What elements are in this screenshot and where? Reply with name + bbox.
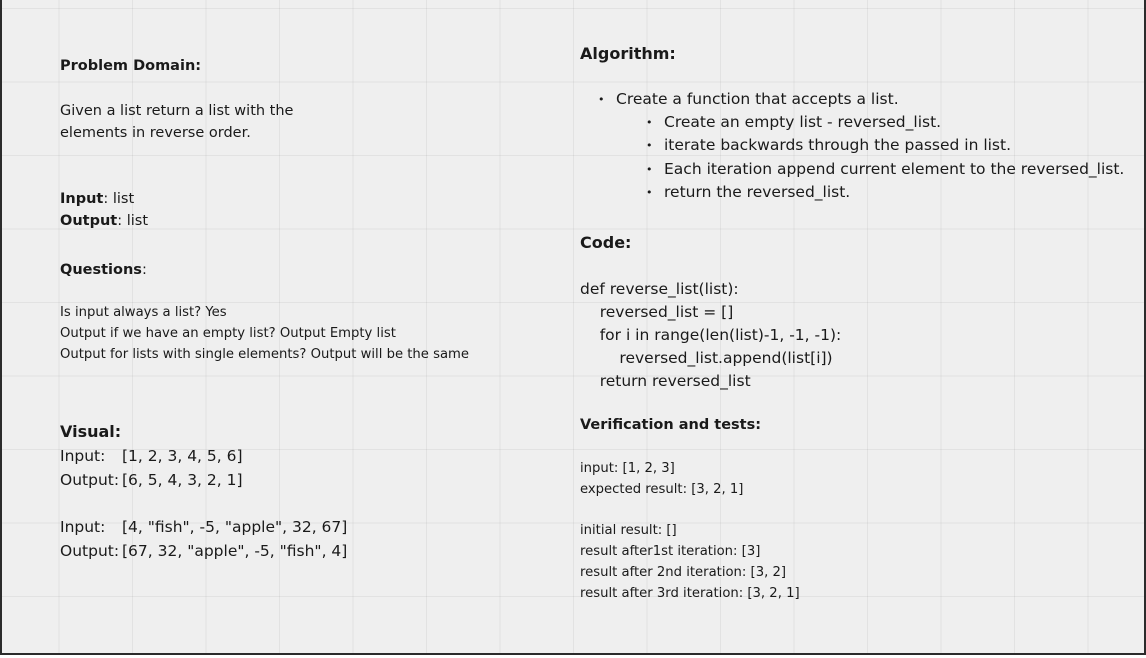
verification-line: initial result: []	[580, 523, 677, 538]
algorithm-step: iterate backwards through the passed in …	[646, 134, 1124, 158]
verification-line: expected result: [3, 2, 1]	[580, 482, 744, 497]
code-line: return reversed_list	[580, 372, 751, 390]
algorithm-main-list: Create a function that accepts a list.	[598, 88, 899, 112]
algorithm-step: return the reversed_list.	[646, 181, 1124, 205]
verification-line: result after 3rd iteration: [3, 2, 1]	[580, 586, 800, 601]
algorithm-heading: Algorithm:	[580, 44, 676, 63]
code-line: reversed_list = []	[580, 303, 734, 321]
verification-line: input: [1, 2, 3]	[580, 461, 675, 476]
algorithm-steps-list: Create an empty list - reversed_list. it…	[646, 111, 1124, 205]
code-block: def reverse_list(list): reversed_list = …	[580, 278, 841, 393]
input-value: : list	[103, 191, 135, 207]
visual-row: Output:[6, 5, 4, 3, 2, 1]	[60, 469, 243, 493]
visual-example-1: Input: [1, 2, 3, 4, 5, 6] Output:[6, 5, 4…	[60, 445, 243, 492]
question-line: Is input always a list? Yes	[60, 305, 227, 320]
visual-row-label: Output:	[60, 541, 120, 560]
code-line: def reverse_list(list):	[580, 280, 739, 298]
visual-row: Input: [4, "fish", -5, "apple", 32, 67]	[60, 516, 347, 540]
question-line: Output for lists with single elements? O…	[60, 347, 469, 362]
questions-list: Is input always a list? Yes Output if we…	[60, 302, 469, 365]
code-line: reversed_list.append(list[i])	[580, 349, 833, 367]
verification-inputs: input: [1, 2, 3] expected result: [3, 2,…	[580, 458, 743, 500]
problem-domain-heading: Problem Domain:	[60, 58, 202, 74]
problem-text-line-1: Given a list return a list with the	[60, 103, 294, 119]
problem-text-line-2: elements in reverse order.	[60, 125, 251, 141]
verification-line: result after1st iteration: [3]	[580, 544, 761, 559]
input-label: Input	[60, 191, 104, 207]
verification-heading: Verification and tests:	[580, 417, 762, 433]
output-label: Output	[60, 213, 118, 229]
questions-heading: Questions:	[60, 262, 147, 278]
visual-row: Output:[67, 32, "apple", -5, "fish", 4]	[60, 540, 347, 564]
output-type-line: Output: list	[60, 213, 148, 229]
visual-row-label: Output:	[60, 470, 120, 489]
visual-row-label: Input:	[60, 447, 106, 465]
visual-row-value: [6, 5, 4, 3, 2, 1]	[122, 470, 243, 489]
algorithm-step: Each iteration append current element to…	[646, 158, 1124, 182]
verification-results: initial result: [] result after1st itera…	[580, 520, 800, 604]
code-heading: Code:	[580, 233, 632, 252]
visual-row-label: Input:	[60, 518, 106, 536]
output-value: : list	[117, 213, 149, 229]
algorithm-step: Create an empty list - reversed_list.	[646, 111, 1124, 135]
visual-row-value: [1, 2, 3, 4, 5, 6]	[122, 447, 243, 465]
algorithm-main-item: Create a function that accepts a list.	[598, 88, 899, 112]
visual-example-2: Input: [4, "fish", -5, "apple", 32, 67] O…	[60, 516, 347, 563]
verification-line: result after 2nd iteration: [3, 2]	[580, 565, 787, 580]
question-line: Output if we have an empty list? Output …	[60, 326, 396, 341]
input-type-line: Input: list	[60, 191, 134, 207]
visual-row-value: [4, "fish", -5, "apple", 32, 67]	[122, 518, 348, 536]
questions-label: Questions	[60, 262, 142, 278]
visual-heading: Visual:	[60, 422, 122, 441]
questions-colon: :	[141, 262, 147, 278]
visual-row-value: [67, 32, "apple", -5, "fish", 4]	[122, 541, 348, 560]
code-line: for i in range(len(list)-1, -1, -1):	[580, 326, 842, 344]
visual-row: Input: [1, 2, 3, 4, 5, 6]	[60, 445, 243, 469]
